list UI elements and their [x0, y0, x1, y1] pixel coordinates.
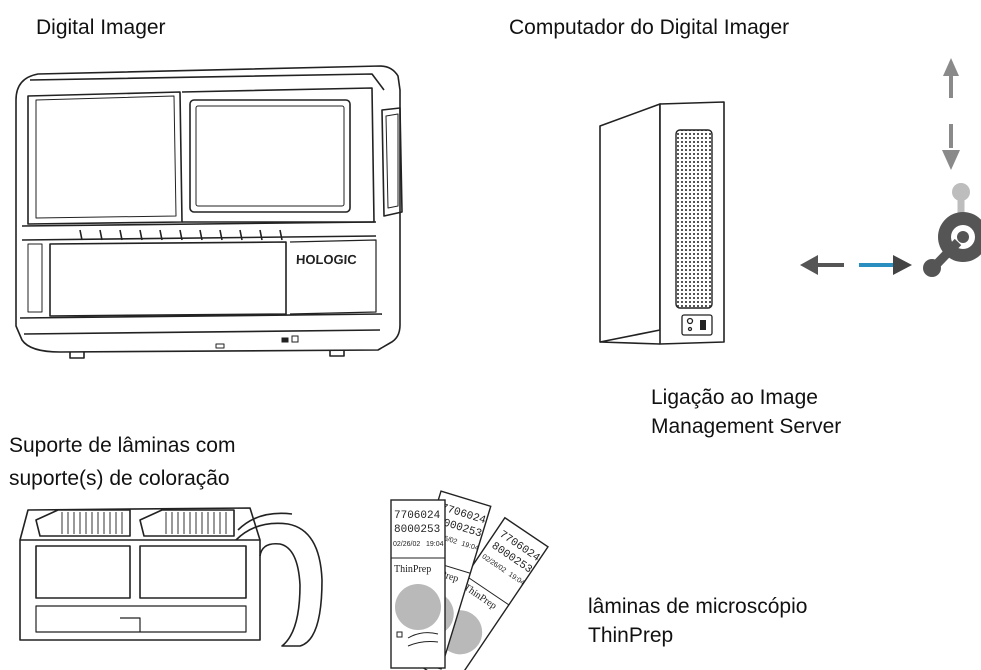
- slide-1-line1: 7706024: [394, 510, 441, 522]
- slides-label-line2: ThinPrep: [588, 624, 674, 647]
- rack-label-line2: suporte(s) de coloração: [9, 467, 230, 490]
- slides-label-line1: lâminas de microscópio: [588, 595, 808, 618]
- digital-imager-label: Digital Imager: [36, 16, 166, 39]
- slide-1: 7706024 8000253 02/26/02 19:04 ThinPrep: [390, 499, 446, 669]
- connection-label-line1: Ligação ao Image: [651, 386, 818, 409]
- rack-label-line1: Suporte de lâminas com: [9, 434, 236, 457]
- slide-1-brand: ThinPrep: [394, 564, 431, 575]
- horizontal-arrows: [800, 255, 912, 275]
- vertical-arrows: [942, 58, 960, 170]
- network-icon: [923, 183, 981, 277]
- computer-label: Computador do Digital Imager: [509, 16, 790, 39]
- slide-2-time: 19:04: [460, 541, 479, 553]
- slide-1-line2: 8000253: [394, 524, 440, 536]
- slide-1-time: 19:04: [426, 541, 444, 548]
- connection-label-line2: Management Server: [651, 415, 842, 438]
- slide-1-date: 02/26/02: [393, 541, 420, 548]
